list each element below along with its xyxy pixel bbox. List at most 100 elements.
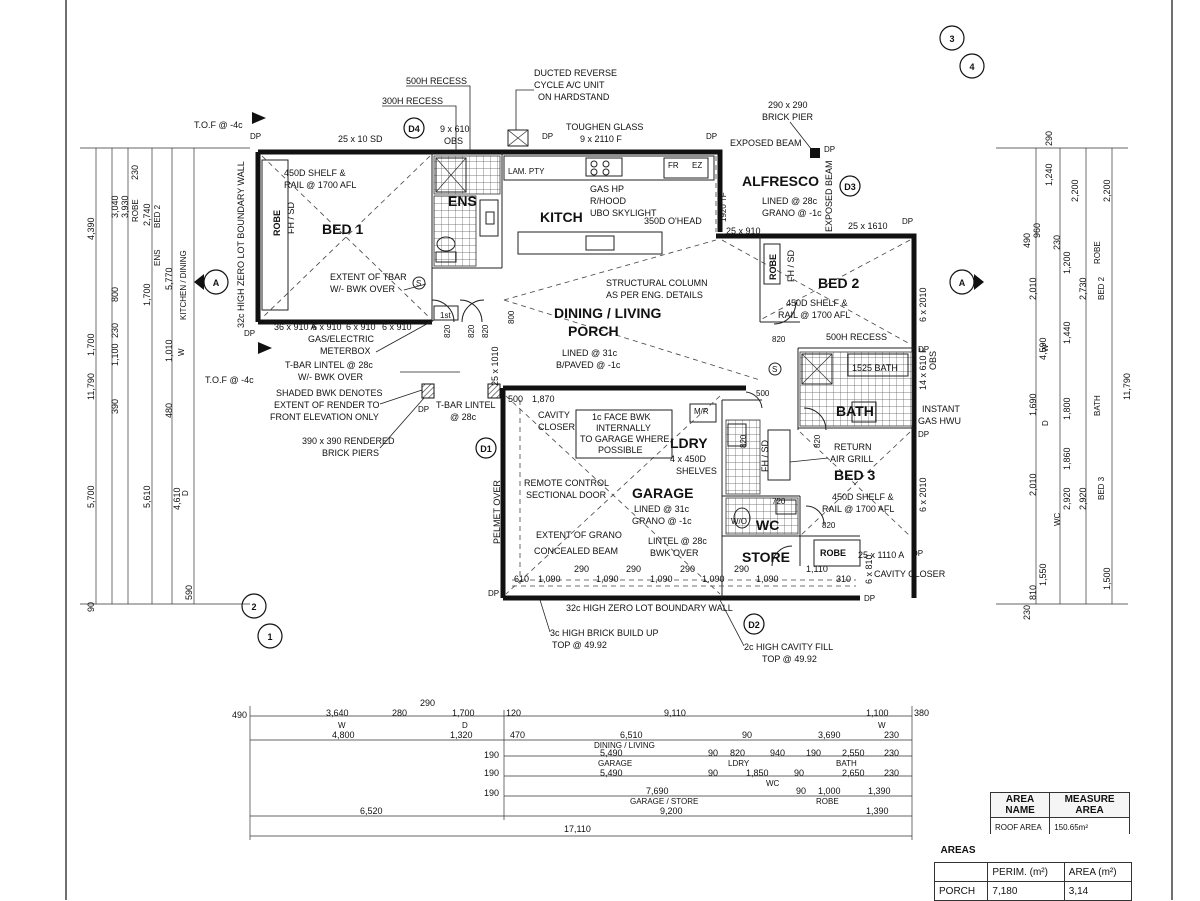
section-markers: A A D1 D2 D3 D4 3 4 2 1	[194, 25, 985, 649]
svg-text:290: 290	[734, 564, 749, 574]
dp-label: DP	[864, 594, 875, 603]
walls	[255, 149, 917, 601]
svg-text:LDRY: LDRY	[728, 759, 750, 768]
ens-tile	[433, 195, 477, 267]
svg-text:1,240: 1,240	[1044, 163, 1054, 186]
svg-text:1,860: 1,860	[1062, 447, 1072, 470]
note-toughen-2: 9 x 2110 F	[580, 134, 622, 144]
svg-text:5,490: 5,490	[600, 768, 623, 778]
svg-text:2,200: 2,200	[1102, 179, 1112, 202]
render-pier-left	[421, 383, 435, 399]
note-tbar-lintel-2: W/- BWK OVER	[298, 372, 364, 382]
svg-text:D3: D3	[844, 182, 856, 192]
svg-text:1,090: 1,090	[650, 574, 673, 584]
note-1920tf: 1920 TF	[719, 192, 728, 222]
note-exposed-beam-1: EXPOSED BEAM	[730, 138, 802, 148]
note-fh-sd-2: FH / SD	[786, 249, 796, 282]
note-return-1: RETURN	[834, 442, 872, 452]
svg-text:4,800: 4,800	[332, 730, 355, 740]
svg-text:3,930: 3,930	[120, 195, 130, 218]
svg-text:490: 490	[1022, 233, 1032, 248]
room-bed3: BED 3	[834, 467, 875, 483]
note-obs-1b: OBS	[444, 136, 463, 146]
note-fh-sd-1: FH / SD	[286, 201, 296, 234]
svg-text:1,100: 1,100	[866, 708, 889, 718]
svg-text:1,850: 1,850	[746, 768, 769, 778]
note-ducted-2: CYCLE A/C UNIT	[534, 80, 605, 90]
render-pier-right	[487, 383, 501, 399]
svg-text:820: 820	[813, 434, 822, 448]
svg-text:2,550: 2,550	[842, 748, 865, 758]
svg-text:4: 4	[969, 62, 974, 72]
brick-pier-marker	[810, 148, 820, 158]
svg-text:500: 500	[508, 394, 523, 404]
note-zero-lot-bottom: 32c HIGH ZERO LOT BOUNDARY WALL	[566, 603, 733, 613]
room-wc: WC	[756, 517, 779, 533]
svg-text:90: 90	[742, 730, 752, 740]
svg-text:W: W	[338, 721, 346, 730]
svg-text:820: 820	[739, 434, 748, 448]
svg-text:480: 480	[164, 403, 174, 418]
svg-text:2,010: 2,010	[1028, 473, 1038, 496]
door-widths: 820 820 820 800 820 820 820 720 500 820	[443, 310, 836, 530]
note-gas-electric-1: GAS/ELECTRIC	[308, 334, 375, 344]
svg-text:960: 960	[1032, 223, 1042, 238]
svg-text:290: 290	[1044, 131, 1054, 146]
svg-text:230: 230	[884, 768, 899, 778]
svg-text:5,770: 5,770	[164, 267, 174, 290]
svg-text:11,790: 11,790	[86, 373, 96, 400]
svg-text:3: 3	[949, 34, 954, 44]
note-ducted-1: DUCTED REVERSE	[534, 68, 617, 78]
note-brick-pier-2: BRICK PIER	[762, 112, 814, 122]
svg-text:590: 590	[184, 585, 194, 600]
room-ldry: LDRY	[670, 435, 708, 451]
svg-text:BATH: BATH	[1093, 395, 1102, 416]
svg-text:290: 290	[626, 564, 641, 574]
note-6x810: 6 x 810	[864, 554, 874, 584]
svg-text:90: 90	[708, 748, 718, 758]
svg-text:3,690: 3,690	[818, 730, 841, 740]
room-robe: ROBE	[820, 548, 846, 558]
svg-text:280: 280	[392, 708, 407, 718]
note-instant-1: INSTANT	[922, 404, 960, 414]
svg-text:800: 800	[507, 310, 516, 324]
svg-text:KITCHEN / DINING: KITCHEN / DINING	[179, 250, 188, 320]
room-dining: DINING / LIVING	[554, 305, 661, 321]
note-face-4: POSSIBLE	[598, 445, 643, 455]
note-cavity-2: CLOSER	[538, 422, 576, 432]
svg-text:2,740: 2,740	[142, 203, 152, 226]
svg-text:D: D	[1041, 420, 1050, 426]
svg-text:290: 290	[680, 564, 695, 574]
svg-text:1,320: 1,320	[450, 730, 473, 740]
svg-text:1,500: 1,500	[1102, 567, 1112, 590]
note-shelf-2b: RAIL @ 1700 AFL	[778, 310, 850, 320]
areas-title: AREAS	[940, 844, 976, 856]
note-piers-2: BRICK PIERS	[322, 448, 379, 458]
svg-text:820: 820	[822, 521, 836, 530]
svg-text:4,590: 4,590	[1038, 337, 1048, 360]
svg-text:820: 820	[467, 324, 476, 338]
svg-text:6,510: 6,510	[620, 730, 643, 740]
svg-text:120: 120	[506, 708, 521, 718]
note-obs-1a: 9 x 610	[440, 124, 470, 134]
note-face-2: INTERNALLY	[596, 423, 651, 433]
svg-text:7,690: 7,690	[646, 786, 669, 796]
note-toughen-1: TOUGHEN GLASS	[566, 122, 643, 132]
note-ubo-skylight: UBO SKYLIGHT	[590, 208, 657, 218]
svg-text:3,040: 3,040	[110, 195, 120, 218]
svg-text:W: W	[1041, 344, 1050, 352]
note-cavity-fill-1: 2c HIGH CAVITY FILL	[744, 642, 833, 652]
svg-text:1,700: 1,700	[86, 333, 96, 356]
svg-text:820: 820	[730, 748, 745, 758]
room-porch: PORCH	[568, 323, 619, 339]
note-mr: M/R	[694, 407, 709, 416]
svg-text:2,920: 2,920	[1078, 487, 1088, 510]
wc-tile	[725, 497, 799, 535]
svg-text:230: 230	[1022, 605, 1032, 620]
svg-text:230: 230	[1052, 235, 1062, 250]
svg-text:1,870: 1,870	[532, 394, 555, 404]
note-6x910-b: 6 x 910	[346, 322, 376, 332]
smoke-alarm-label: S	[772, 365, 777, 374]
svg-text:1,100: 1,100	[110, 343, 120, 366]
note-remote-1: REMOTE CONTROL	[524, 478, 609, 488]
